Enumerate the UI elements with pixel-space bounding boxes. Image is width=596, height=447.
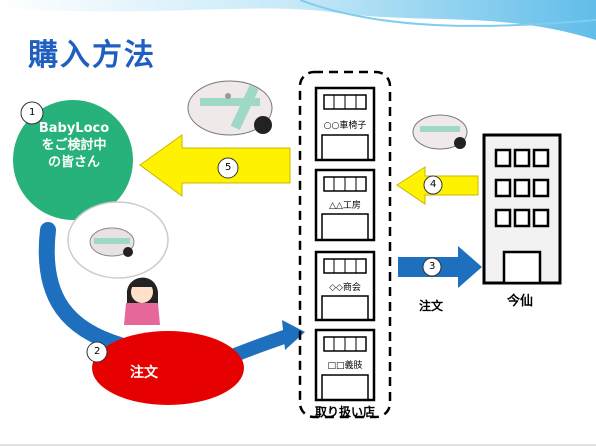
step-1-badge xyxy=(20,101,44,125)
order-to-maker-label: 注文 xyxy=(419,299,444,313)
step-2-number: 2 xyxy=(94,346,101,357)
flow-curve-arrowhead xyxy=(282,320,305,350)
step-2-badge xyxy=(86,341,108,363)
step-3-badge xyxy=(422,257,442,277)
robot-product-image xyxy=(187,80,273,136)
step-3-number: 3 xyxy=(429,261,436,272)
page-title: 購入方法 xyxy=(28,38,156,73)
step-5-number: 5 xyxy=(225,162,232,173)
flow-curve-right xyxy=(232,328,293,362)
step-1-number: 1 xyxy=(29,107,36,118)
shops-title: 取り扱い店 xyxy=(314,405,375,419)
robot-product-image xyxy=(412,114,468,150)
step-5-badge xyxy=(217,157,239,179)
flow-curve-left xyxy=(38,222,128,353)
store-building-icon xyxy=(314,168,376,242)
girl-thinking-icon xyxy=(124,277,160,325)
shop-name-3: ◇◇商会 xyxy=(329,283,361,293)
step-4-badge xyxy=(423,175,443,195)
step-4-number: 4 xyxy=(430,179,437,190)
customer-circle xyxy=(13,100,133,220)
shop-name-4: □□義肢 xyxy=(327,361,363,371)
store-building-icon xyxy=(314,86,376,162)
store-building-icon xyxy=(314,250,376,322)
shops-container xyxy=(298,70,392,419)
delivery-arrow-5 xyxy=(139,134,291,197)
maker-name: 今仙 xyxy=(507,294,534,309)
robot-product-image xyxy=(89,227,135,257)
order-label: 注文 xyxy=(130,365,158,381)
shop-name-2: △△工房 xyxy=(329,201,361,211)
order-ellipse xyxy=(92,331,244,405)
building-icon xyxy=(482,133,562,285)
store-building-icon xyxy=(314,328,376,402)
header-wave xyxy=(0,0,596,40)
customer-label: BabyLoco をご検討中 の皆さん xyxy=(38,121,110,170)
shop-name-1: ○○車椅子 xyxy=(323,121,367,131)
header-wave-line xyxy=(299,0,596,27)
